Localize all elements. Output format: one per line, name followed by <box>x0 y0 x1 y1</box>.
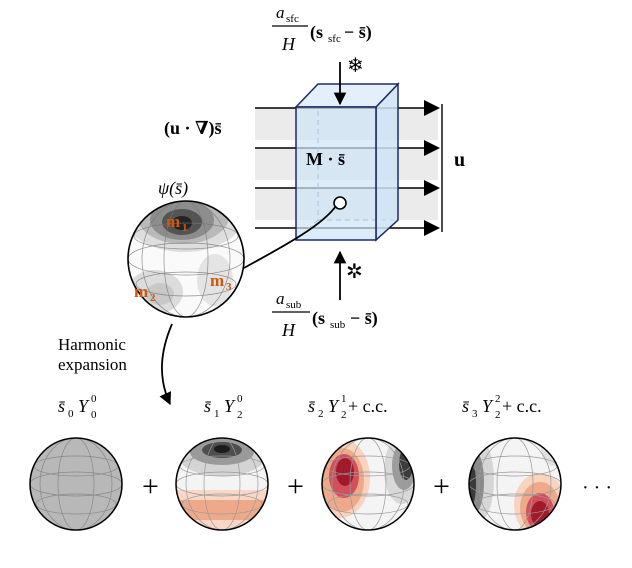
plus-sign-1: + <box>142 470 159 503</box>
velocity-label: u <box>454 149 465 171</box>
svg-text:Y: Y <box>482 396 494 416</box>
svg-text:1: 1 <box>341 393 347 405</box>
eigen-label-2-sub: 2 <box>150 292 156 304</box>
svg-text:2: 2 <box>237 409 243 421</box>
advection-label: (u · ∇)s̄ <box>164 118 222 139</box>
snowflake-icon: ❄ <box>347 55 364 77</box>
surface-term: (s <box>310 22 323 43</box>
arrowhead-3 <box>424 180 440 196</box>
harmonic-sphere-1 <box>175 437 269 531</box>
svg-text:2: 2 <box>318 408 324 420</box>
surface-denom: H <box>281 34 296 54</box>
surface-coef: a <box>276 3 285 22</box>
expansion-arrow <box>159 323 173 406</box>
eigen-labels: m 1 m 2 m 3 <box>134 212 232 304</box>
svg-text:+ c.c.: + c.c. <box>502 396 542 416</box>
term-label-3: s̄ 3 Y 2 2 + c.c. <box>462 393 542 421</box>
svg-text:Y: Y <box>224 396 236 416</box>
harmonic-sphere-0 <box>29 437 123 531</box>
surface-flux-formula: a sfc H (s sfc − s̄) <box>272 3 372 54</box>
expansion-label-line1: Harmonic <box>58 335 126 354</box>
sub-coef: a <box>276 289 285 308</box>
subsurface-flux-formula: a sub H (s sub − s̄) <box>272 289 378 340</box>
surface-term-end: − s̄) <box>344 22 372 43</box>
svg-text:2: 2 <box>341 409 347 421</box>
svg-text:s̄: s̄ <box>204 396 212 416</box>
svg-text:0: 0 <box>91 409 97 421</box>
odf-label: ψ(s̄) <box>158 178 188 199</box>
svg-text:s̄: s̄ <box>462 396 470 416</box>
subsurface-symbol-icon: ✲ <box>346 261 363 283</box>
harmonic-sphere-3 <box>468 437 562 531</box>
svg-text:+ c.c.: + c.c. <box>348 396 388 416</box>
sample-point <box>333 196 347 210</box>
surface-coef-sub: sfc <box>286 13 299 25</box>
svg-text:0: 0 <box>68 408 74 420</box>
eigen-label-1: m <box>166 212 180 231</box>
term-label-1: s̄ 1 Y 0 2 <box>204 393 243 421</box>
svg-text:0: 0 <box>91 393 97 405</box>
svg-text:3: 3 <box>472 408 478 420</box>
svg-text:s̄: s̄ <box>58 396 66 416</box>
eigen-label-3: m <box>210 271 224 290</box>
svg-text:1: 1 <box>214 408 220 420</box>
svg-text:0: 0 <box>237 393 243 405</box>
eigen-label-1-sub: 1 <box>182 222 188 234</box>
svg-text:s̄: s̄ <box>308 396 316 416</box>
expansion-label-line2: expansion <box>58 355 127 374</box>
ellipsis: · · · <box>582 477 612 499</box>
plus-sign-3: + <box>433 470 450 503</box>
term-label-0: s̄ 0 Y 0 0 <box>58 393 97 421</box>
term-label-2: s̄ 2 Y 1 2 + c.c. <box>308 393 388 421</box>
svg-text:2: 2 <box>495 393 501 405</box>
svg-text:Y: Y <box>328 396 340 416</box>
sub-coef-sub: sub <box>286 299 302 311</box>
box-label: M · s̄ <box>306 149 345 169</box>
eigen-label-2: m <box>134 282 148 301</box>
sub-term-end: − s̄) <box>350 308 378 329</box>
connector-line <box>243 205 337 269</box>
svg-text:2: 2 <box>495 409 501 421</box>
sub-denom: H <box>281 320 296 340</box>
sub-term-sub: sub <box>330 319 346 331</box>
arrowhead-4 <box>424 220 440 236</box>
sub-term: (s <box>312 308 325 329</box>
eigen-label-3-sub: 3 <box>226 281 232 293</box>
arrowhead-2 <box>424 140 440 156</box>
arrowhead-1 <box>424 100 440 116</box>
plus-sign-2: + <box>287 470 304 503</box>
control-volume-box <box>294 82 400 242</box>
odf-sphere <box>127 200 245 318</box>
surface-term-sub: sfc <box>328 33 341 45</box>
svg-text:Y: Y <box>78 396 90 416</box>
harmonic-sphere-2 <box>321 437 415 531</box>
